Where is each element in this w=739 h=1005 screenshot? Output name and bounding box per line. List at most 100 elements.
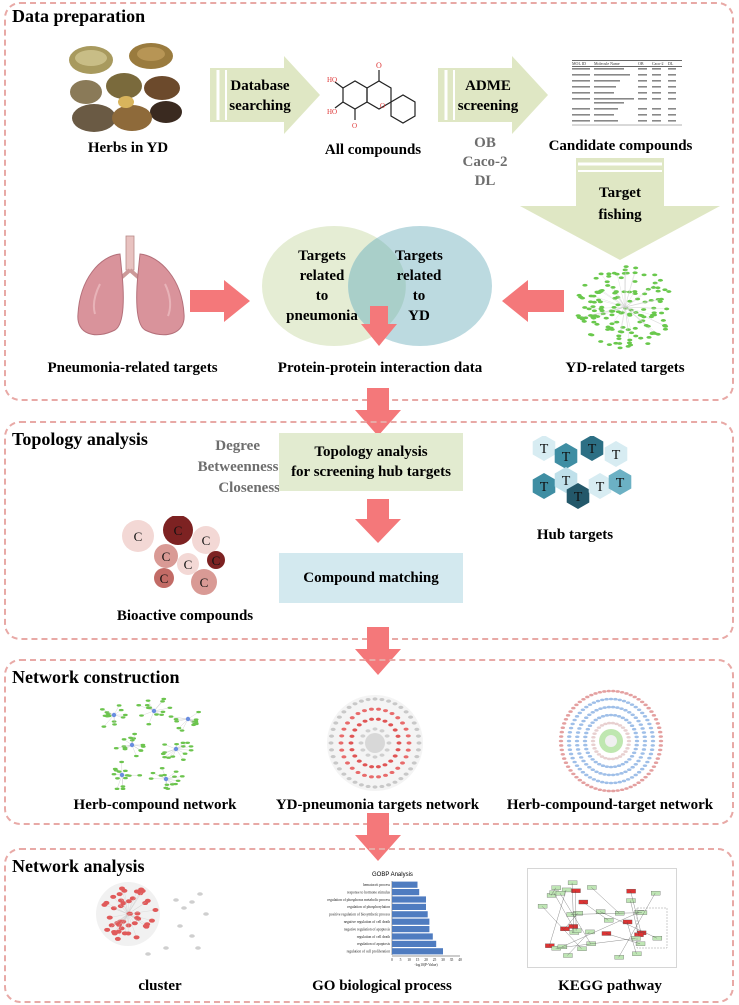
network-node bbox=[180, 741, 186, 745]
network-node bbox=[648, 726, 654, 730]
network-node bbox=[581, 320, 587, 323]
network-edge bbox=[127, 913, 147, 927]
compound-letter: C bbox=[134, 529, 143, 544]
kegg-gene-box bbox=[635, 941, 646, 946]
network-node bbox=[585, 727, 591, 731]
network-node bbox=[591, 735, 596, 739]
network-node bbox=[625, 778, 631, 781]
network-node bbox=[589, 333, 595, 337]
x-tick-label: 0 bbox=[391, 958, 393, 962]
network-node bbox=[617, 342, 623, 345]
network-node bbox=[365, 753, 371, 757]
network-node bbox=[593, 718, 598, 722]
metric-betweenness: Betweenness bbox=[197, 459, 279, 475]
go-bar bbox=[392, 896, 426, 903]
network-node bbox=[403, 727, 409, 731]
venn-left-text: Targets related to pneumonia bbox=[282, 246, 362, 326]
network-node bbox=[585, 751, 591, 755]
kegg-gene-box bbox=[632, 951, 642, 956]
network-node bbox=[185, 741, 191, 744]
network-node bbox=[577, 700, 583, 704]
network-core bbox=[365, 733, 385, 753]
network-node bbox=[623, 265, 629, 269]
network-node bbox=[664, 307, 670, 311]
network-node bbox=[579, 723, 584, 726]
network-node bbox=[386, 699, 392, 703]
network-node bbox=[594, 770, 599, 774]
network-node bbox=[139, 714, 144, 717]
network-node bbox=[604, 280, 610, 284]
network-node bbox=[638, 336, 644, 340]
kegg-gene-box bbox=[587, 885, 597, 890]
network-node bbox=[650, 744, 655, 747]
network-node bbox=[358, 741, 364, 745]
network-node bbox=[616, 334, 622, 338]
network-node bbox=[633, 731, 638, 735]
network-node bbox=[609, 310, 615, 313]
network-node bbox=[629, 754, 635, 758]
network-node bbox=[642, 292, 648, 296]
network-node bbox=[144, 704, 150, 707]
network-node bbox=[341, 755, 347, 759]
herbs-label: Herbs in YD bbox=[87, 140, 169, 156]
network-node bbox=[575, 748, 581, 751]
network-node bbox=[349, 766, 355, 770]
network-node bbox=[662, 327, 669, 331]
network-node bbox=[129, 739, 135, 742]
network-node bbox=[619, 772, 624, 775]
network-node bbox=[626, 743, 631, 747]
network-node bbox=[584, 762, 589, 766]
network-node bbox=[146, 723, 152, 726]
network-node bbox=[642, 743, 647, 747]
network-node bbox=[600, 780, 605, 784]
network-node bbox=[641, 308, 647, 311]
network-node bbox=[658, 739, 664, 743]
network-node bbox=[349, 748, 355, 752]
network-node bbox=[619, 690, 625, 694]
network-node bbox=[633, 705, 638, 709]
network-node bbox=[122, 713, 128, 717]
kegg-edge bbox=[561, 912, 639, 947]
network-node bbox=[609, 322, 615, 326]
network-edge bbox=[127, 913, 137, 938]
cluster-image bbox=[96, 882, 209, 956]
arrow-to-venn-right bbox=[502, 280, 564, 322]
network-node bbox=[567, 735, 572, 738]
network-node bbox=[627, 758, 632, 761]
kegg-edge bbox=[550, 887, 556, 896]
network-node bbox=[108, 923, 115, 928]
network-node bbox=[615, 706, 620, 709]
network-node bbox=[111, 773, 117, 776]
network-node bbox=[603, 722, 608, 726]
network-node bbox=[106, 714, 112, 718]
network-node bbox=[99, 708, 105, 711]
network-node bbox=[651, 311, 657, 315]
network-node bbox=[173, 770, 179, 773]
network-node bbox=[631, 727, 637, 731]
network-node bbox=[618, 276, 624, 280]
network-edge bbox=[163, 748, 177, 755]
criteria-dl: DL bbox=[474, 173, 496, 189]
network-node bbox=[173, 718, 179, 721]
network-node bbox=[572, 718, 577, 722]
network-node bbox=[587, 776, 593, 779]
network-node bbox=[405, 748, 411, 752]
network-node bbox=[571, 706, 576, 710]
venn-right-text: Targets related to YD bbox=[384, 246, 454, 326]
database-search-text: Database searching bbox=[220, 76, 300, 116]
network-node bbox=[408, 715, 414, 719]
network-node bbox=[583, 735, 588, 739]
hub-letter: T bbox=[596, 480, 605, 495]
network-node bbox=[614, 722, 619, 726]
network-node bbox=[565, 765, 571, 768]
all-compounds-label: All compounds bbox=[324, 142, 422, 158]
network-node bbox=[615, 303, 621, 307]
network-node bbox=[559, 748, 565, 752]
network-node bbox=[596, 753, 602, 756]
table-header: DL bbox=[668, 61, 674, 66]
network-node bbox=[116, 922, 123, 927]
network-node bbox=[657, 300, 663, 304]
network-node bbox=[570, 756, 575, 760]
target-fishing-text: Target fishing bbox=[580, 182, 660, 226]
